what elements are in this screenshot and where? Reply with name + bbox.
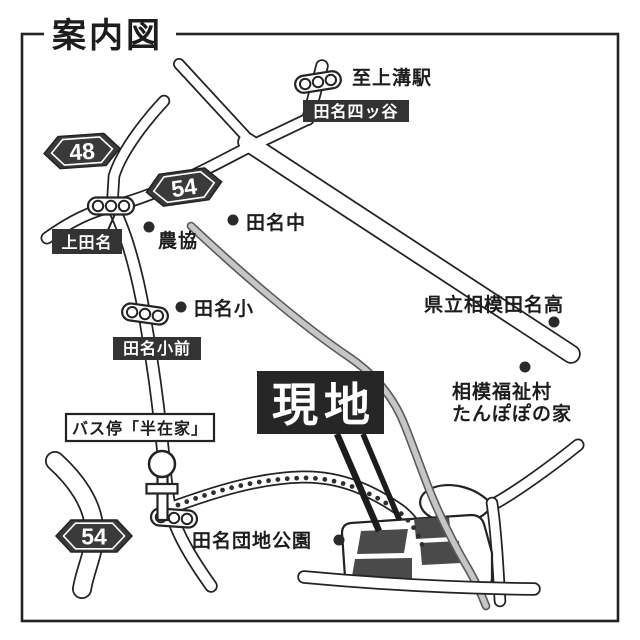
kami-tana-label: 上田名 <box>52 229 122 254</box>
building-1 <box>357 529 408 554</box>
site-pointer-leg-right <box>360 432 402 521</box>
building-4 <box>420 541 461 565</box>
kami-tana-label-text: 上田名 <box>61 233 112 252</box>
tana-danchi-park-label: 田名団地公園 <box>192 529 312 552</box>
map-frame <box>20 32 620 623</box>
tana-junior-high-dot <box>227 214 239 226</box>
tana-sho-mae-label-text: 田名小前 <box>123 339 191 358</box>
tana-sho-mae-label: 田名小前 <box>113 337 201 360</box>
road-route48 <box>107 96 169 213</box>
route-shield-54-upper: 54 <box>143 165 225 209</box>
nokyo-dot <box>143 221 155 233</box>
bus-stop-crossbar <box>145 482 179 495</box>
gray-road <box>188 223 489 609</box>
bus-stop-label-text: バス停「半在家」 <box>72 419 208 438</box>
route-shield-54-lower: 54 <box>55 519 133 553</box>
sagami-fukushimura-label: 相模福祉村 <box>452 380 552 403</box>
sagami-tana-high-dot <box>548 316 560 328</box>
to-kamimizo-station-label: 至上溝駅 <box>352 66 432 89</box>
kami-tana-label-bg <box>52 229 122 254</box>
bus-stop-sign-head <box>147 449 177 479</box>
bus-stop-hanzaike-label: バス停「半在家」 <box>64 412 216 443</box>
tanpopo-house-label: たんぽぽの家 <box>452 402 572 425</box>
road-wide-diagonal <box>239 134 579 362</box>
tana-yotsuya-label-text: 田名四ッ谷 <box>313 102 398 121</box>
tana-elementary-label: 田名小 <box>194 297 254 320</box>
title-backplate <box>44 22 176 48</box>
site-label-bg <box>257 371 384 434</box>
route-54-upper-number: 54 <box>170 173 199 202</box>
tana-danchi-park-dot <box>333 534 345 546</box>
bus-stop-icon <box>145 449 179 522</box>
nokyo-label: 農協 <box>158 230 198 252</box>
sagami-tana-high-label: 県立相模田名高 <box>424 293 564 316</box>
tana-yotsuya-label: 田名四ッ谷 <box>303 100 409 122</box>
sagami-fukushimura-dot <box>519 361 531 373</box>
bus-stop-label-bg <box>64 412 216 443</box>
tana-junior-high-label: 田名中 <box>246 211 306 234</box>
tana-sho-mae-label-bg <box>113 337 201 360</box>
bus-stop-pole <box>156 472 169 522</box>
site-pointer-leg-left <box>334 432 382 533</box>
tana-yotsuya-label-bg <box>303 100 409 122</box>
tana-elementary-dot <box>175 301 187 313</box>
site-marker: 現地 <box>257 371 402 533</box>
poi-dots <box>143 214 560 546</box>
map-title: 案内図 <box>52 17 163 55</box>
road-interchange-ne <box>489 440 583 509</box>
traffic-signal-icon <box>86 196 136 216</box>
route-54-lower-number: 54 <box>81 524 107 550</box>
road-bottom <box>299 572 539 594</box>
route-48-number: 48 <box>68 138 96 166</box>
route-shield-48: 48 <box>42 131 122 171</box>
site-label-text: 現地 <box>272 379 376 431</box>
kami-tana-callout-line <box>107 213 116 231</box>
